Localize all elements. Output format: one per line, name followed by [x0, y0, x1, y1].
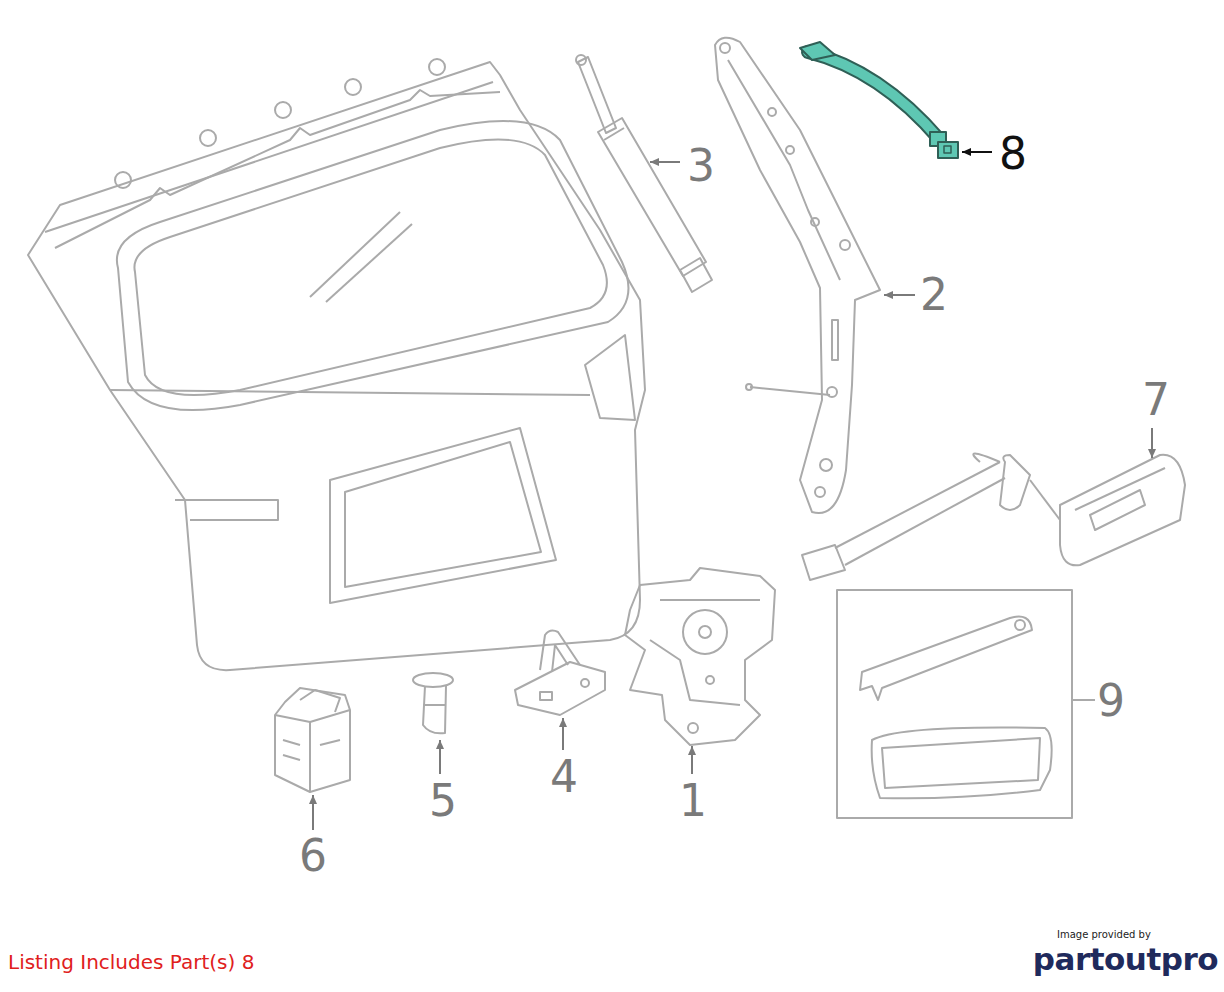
handle-switch	[802, 454, 1185, 581]
callout-number: 6	[299, 834, 327, 878]
callout-number: 7	[1142, 378, 1170, 422]
callout-number: 9	[1097, 679, 1125, 723]
switch	[275, 688, 350, 792]
latch	[625, 568, 775, 745]
credit-text: Image provided by	[1057, 930, 1151, 940]
highlighted-part	[800, 42, 992, 158]
hinge	[715, 38, 880, 513]
striker	[515, 631, 605, 715]
brand-logo: partoutpro	[1033, 944, 1218, 975]
listing-note: Listing Includes Part(s) 8	[8, 952, 254, 972]
callout-number: 3	[687, 144, 715, 188]
kit-box	[837, 590, 1095, 818]
liftgate	[28, 59, 645, 670]
callout-number: 2	[920, 273, 948, 317]
callout-number: 4	[550, 755, 578, 799]
callout-number: 5	[429, 779, 457, 823]
callout-number: 1	[679, 779, 707, 823]
bolt	[413, 673, 453, 733]
callout-number: 8	[999, 132, 1027, 176]
